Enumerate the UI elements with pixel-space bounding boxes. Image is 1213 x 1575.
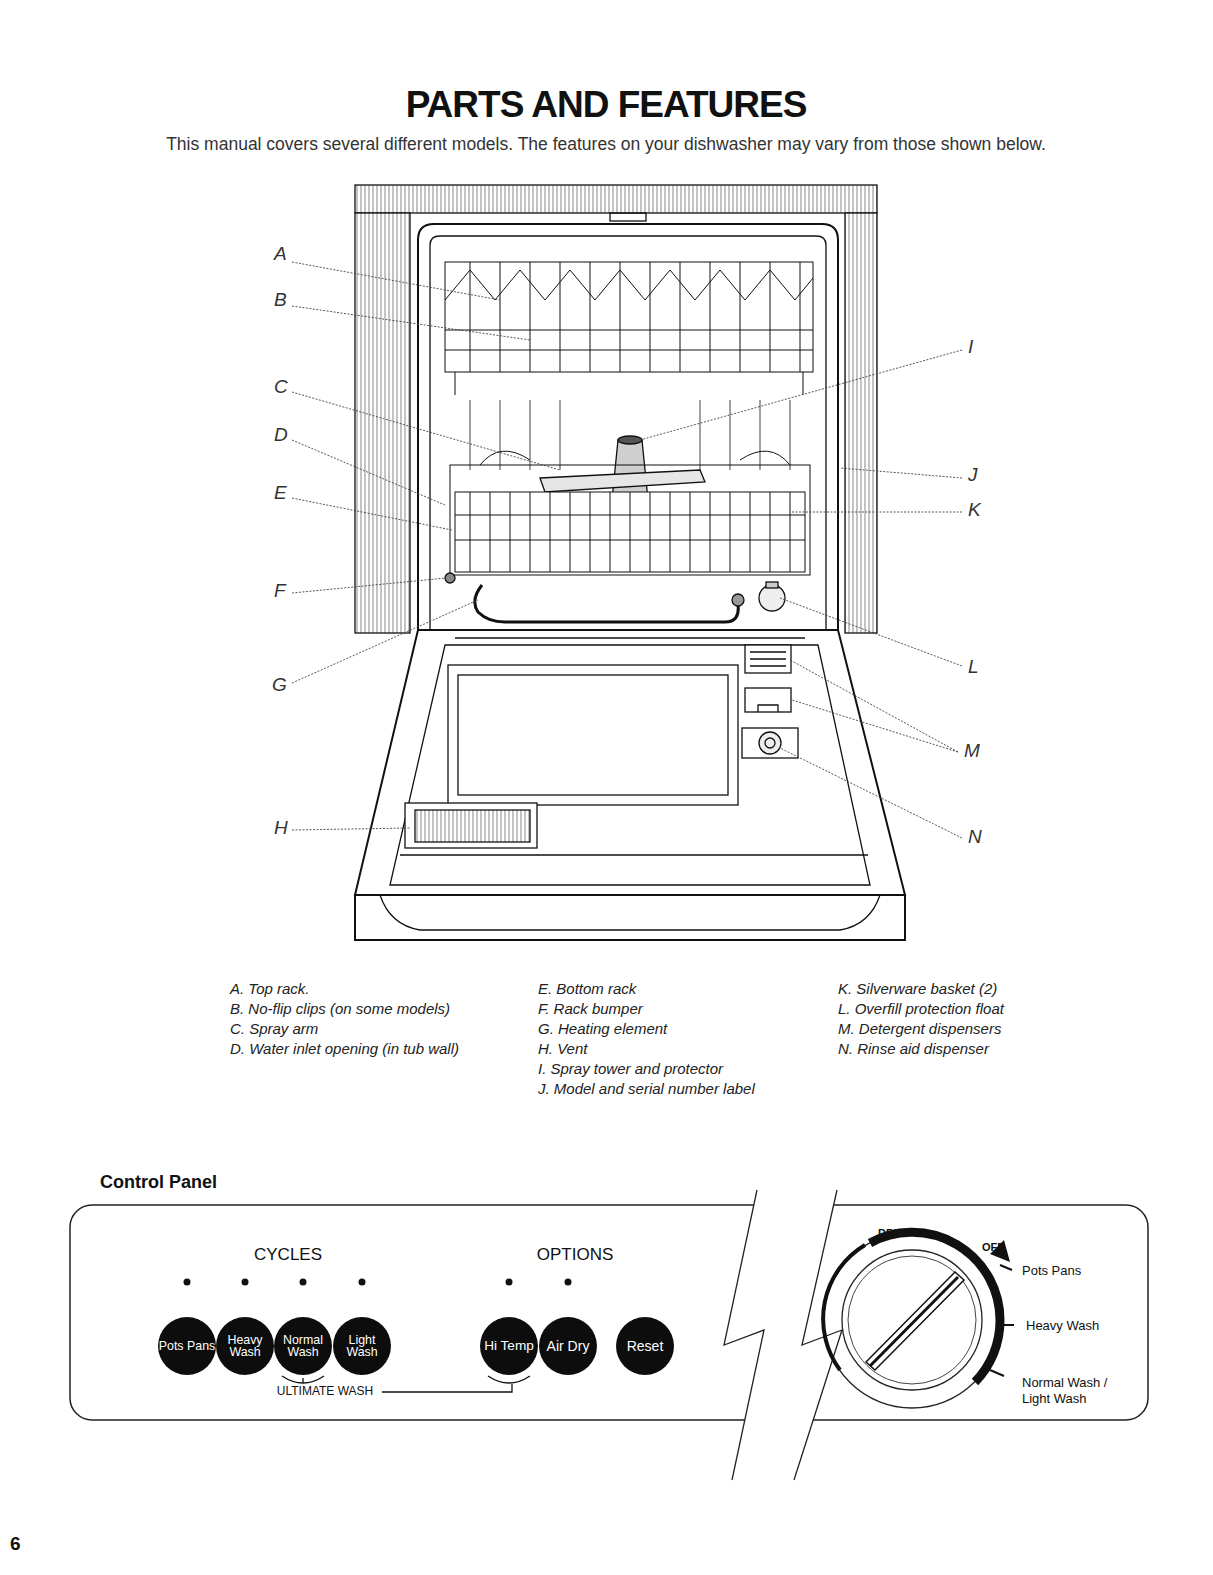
part-name: C. Spray arm — [230, 1020, 318, 1037]
part-name: I. Spray tower and protector — [538, 1060, 723, 1077]
control-button: Normal Wash — [274, 1317, 332, 1375]
callout-letter: M — [962, 740, 982, 762]
part-name: L. Overfill protection float — [838, 1000, 1004, 1017]
callout-letter: G — [270, 674, 289, 696]
part-name: F. Rack bumper — [538, 1000, 643, 1017]
button-label: Air Dry — [547, 1339, 590, 1353]
callout-letter: B — [272, 289, 289, 311]
part-name: B. No-flip clips (on some models) — [230, 1000, 450, 1017]
control-panel: CYCLESOPTIONSULTIMATE WASHPots PansHeavy… — [70, 1205, 1148, 1420]
intro-note: This manual covers several different mod… — [166, 134, 1046, 155]
panel-label: OPTIONS — [537, 1245, 614, 1265]
callout-letter: J — [966, 464, 980, 486]
part-name: M. Detergent dispensers — [838, 1020, 1001, 1037]
part-name: K. Silverware basket (2) — [838, 980, 997, 997]
dial-label: Heavy Wash — [1026, 1318, 1099, 1333]
callout-letter: I — [966, 336, 975, 358]
button-label: Reset — [627, 1339, 664, 1353]
part-name: N. Rinse aid dispenser — [838, 1040, 989, 1057]
button-label: Normal Wash — [274, 1334, 332, 1359]
part-name: E. Bottom rack — [538, 980, 636, 997]
part-name: J. Model and serial number label — [538, 1080, 755, 1097]
part-name: H. Vent — [538, 1040, 587, 1057]
control-button: Reset — [616, 1317, 674, 1375]
control-button: Pots Pans — [158, 1317, 216, 1375]
part-name: A. Top rack. — [230, 980, 309, 997]
button-label: Heavy Wash — [216, 1334, 274, 1359]
callout-letter: A — [272, 243, 289, 265]
button-label: Hi Temp — [484, 1339, 534, 1353]
section-heading: Control Panel — [100, 1172, 217, 1193]
control-button: Hi Temp — [480, 1317, 538, 1375]
control-button: Heavy Wash — [216, 1317, 274, 1375]
control-button: Air Dry — [539, 1317, 597, 1375]
dial-label: OFF — [982, 1241, 1004, 1253]
dial-label: Pots Pans — [1022, 1263, 1081, 1278]
button-label: Pots Pans — [159, 1340, 215, 1352]
dishwasher-drawing — [355, 185, 905, 940]
callout-letter: D — [272, 424, 290, 446]
dial-label: Normal Wash / Light Wash — [1022, 1375, 1118, 1407]
part-name: D. Water inlet opening (in tub wall) — [230, 1040, 459, 1057]
panel-label: ULTIMATE WASH — [277, 1384, 373, 1398]
callout-letter: H — [272, 817, 290, 839]
control-button: Light Wash — [333, 1317, 391, 1375]
leader-lines — [292, 262, 962, 838]
control-panel-outline — [70, 1190, 1148, 1480]
dial-label: DRY — [878, 1227, 901, 1239]
callout-letter: C — [272, 376, 290, 398]
page-title: PARTS AND FEATURES — [406, 84, 807, 126]
callout-letter: N — [966, 826, 984, 848]
callout-letter: K — [966, 499, 983, 521]
callout-letter: E — [272, 482, 289, 504]
callout-letter: F — [272, 580, 288, 602]
panel-label: CYCLES — [254, 1245, 322, 1265]
part-name: G. Heating element — [538, 1020, 667, 1037]
button-label: Light Wash — [333, 1334, 391, 1359]
page-number: 6 — [10, 1533, 21, 1555]
callout-letter: L — [966, 656, 981, 678]
